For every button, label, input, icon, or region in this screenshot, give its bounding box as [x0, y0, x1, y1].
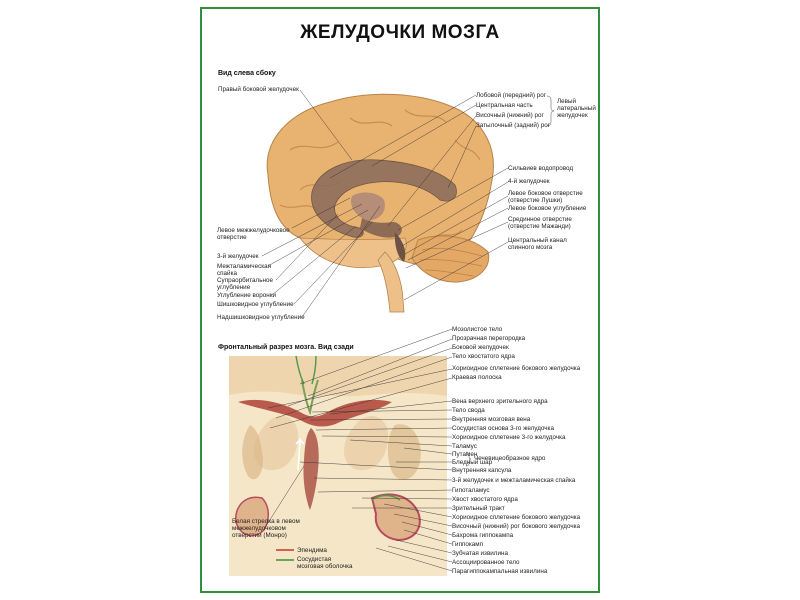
bottom-leader-lines [265, 328, 472, 572]
brain-lateral-illustration [266, 93, 494, 313]
label-infundibular-recess: Углубление воронки [217, 292, 277, 299]
label-internal-cerebral-vein: Внутренняя мозговая вена [452, 416, 531, 423]
label-third-ventricle: 3-й желудочек [217, 253, 259, 260]
label-pineal-recess: Шишковидное углубление [217, 301, 294, 308]
label-thalamus: Таламус [452, 443, 477, 450]
label-fourth-ventricle: 4-й желудочек [508, 178, 550, 185]
label-hypothalamus: Гипоталамус [452, 487, 490, 494]
label-caudate-body: Тело хвостатого ядра [452, 353, 515, 360]
label-occipital-horn: Затылочный (задний) рог [476, 122, 551, 129]
cerebellum-folia [419, 248, 483, 277]
white-arrow-monro [295, 437, 305, 471]
label-lateral-recess: Левое боковое углубление [508, 205, 587, 212]
temporal-horn-shape [360, 218, 402, 238]
label-choroid-plexus-third: Хориоидное сплетение 3-го желудочка [452, 434, 566, 441]
label-white-arrow-note: Белая стрелка в левом межжелудочковом от… [232, 518, 300, 539]
label-right-lateral-ventricle: Правый боковой желудочек [218, 86, 299, 93]
label-choroid-plexus-lateral-2: Хориоидное сплетение бокового желудочка [452, 514, 581, 521]
lentiform-left [242, 425, 263, 480]
label-sylvian-aqueduct: Сильвиев водопровод [508, 165, 574, 172]
label-interthalamic-adhesion: Межталамическая спайка [217, 263, 272, 277]
top-view-subtitle: Вид слева сбоку [218, 70, 276, 77]
label-choroid-plexus-lateral: Хориоидное сплетение бокового желудочка [452, 365, 581, 372]
bottom-view-subtitle: Фронтальный разрез мозга. Вид сзади [218, 344, 354, 351]
label-caudate-tail: Хвост хвостатого ядра [452, 496, 518, 503]
label-third-ventricle-adhesion: 3-й желудочек и межталамическая спайка [452, 477, 576, 484]
legend-choroid-label: Сосудистая мозговая оболочка [297, 556, 353, 570]
label-left-interventricular-foramen: Левое межжелудочковое отверстие [217, 227, 290, 241]
label-tela-choroidea: Сосудистая основа 3-го желудочка [452, 425, 554, 432]
top-leader-lines [261, 89, 555, 318]
label-left-lateral-ventricle: Левый латеральный желудочек [557, 98, 596, 119]
label-lateral-ventricle: Боковой желудочек [452, 344, 509, 351]
label-globus-pallidus: Бледный шар [452, 459, 493, 466]
label-lentiform-nucleus: Чечевицеобразное ядро [474, 455, 546, 462]
lateral-ventricles-frontal [238, 399, 392, 427]
choroid-plexus-green [295, 355, 401, 501]
legend-swatches [276, 549, 294, 561]
label-parahippocampal-gyrus: Парагиппокампальная извилина [452, 568, 548, 575]
label-hippocampus: Гиппокамп [452, 541, 484, 548]
lentiform-right [387, 424, 421, 480]
septum-fornix-frontal [301, 379, 319, 416]
third-ventricle-frontal [303, 428, 319, 510]
label-supraoptic-recess: Супраорбитальное углубление [217, 277, 273, 291]
label-foramen-magendie: Срединное отверстие (отверстие Мажанди) [508, 216, 572, 230]
third-ventricle-shape [350, 192, 385, 221]
label-temporal-horn: Височный (нижний) рог [476, 112, 544, 119]
label-optic-tract: Зрительный тракт [452, 505, 505, 512]
label-corpus-callosum: Мозолистое тело [452, 326, 503, 333]
label-suprapineal-recess: Надшишковидное углубление [217, 314, 305, 321]
label-septum-pellucidum: Прозрачная перегородка [452, 335, 526, 342]
label-dentate-gyrus: Зубчатая извилина [452, 550, 508, 557]
label-stria-terminalis: Краевая полоска [452, 374, 502, 381]
hippocampus-right [370, 493, 421, 542]
legend-ependyma-label: Эпендима [297, 547, 327, 554]
label-fornix-body: Тело свода [452, 407, 485, 414]
label-temporal-horn-lateral: Височный (нижний) рог бокового желудочка [452, 523, 581, 530]
label-internal-capsule: Внутренняя капсула [452, 467, 512, 474]
label-frontal-horn: Лобовой (передний) рог [476, 92, 546, 99]
brainstem-shape [377, 251, 405, 313]
label-putamen: Путамен [452, 451, 478, 458]
label-associated-body: Ассоциированное тело [452, 559, 520, 566]
label-fimbria-hippocampus: Бахрома гиппокампа [452, 532, 514, 539]
label-central-canal: Центральный канал спинного мозга [508, 237, 567, 251]
hippocampus-left [235, 496, 269, 537]
brain-frontal-illustration [229, 355, 447, 576]
label-thalamostriate-vein: Вена верхнего зрительного ядра [452, 398, 548, 405]
poster-title: ЖЕЛУДОЧКИ МОЗГА [300, 22, 500, 43]
thalamus-left [254, 416, 299, 471]
fourth-ventricle-shape [394, 232, 406, 262]
label-foramen-luschka: Левое боковое отверстие (отверстие Лушки… [508, 190, 583, 204]
label-central-part: Центральная часть [476, 102, 533, 109]
